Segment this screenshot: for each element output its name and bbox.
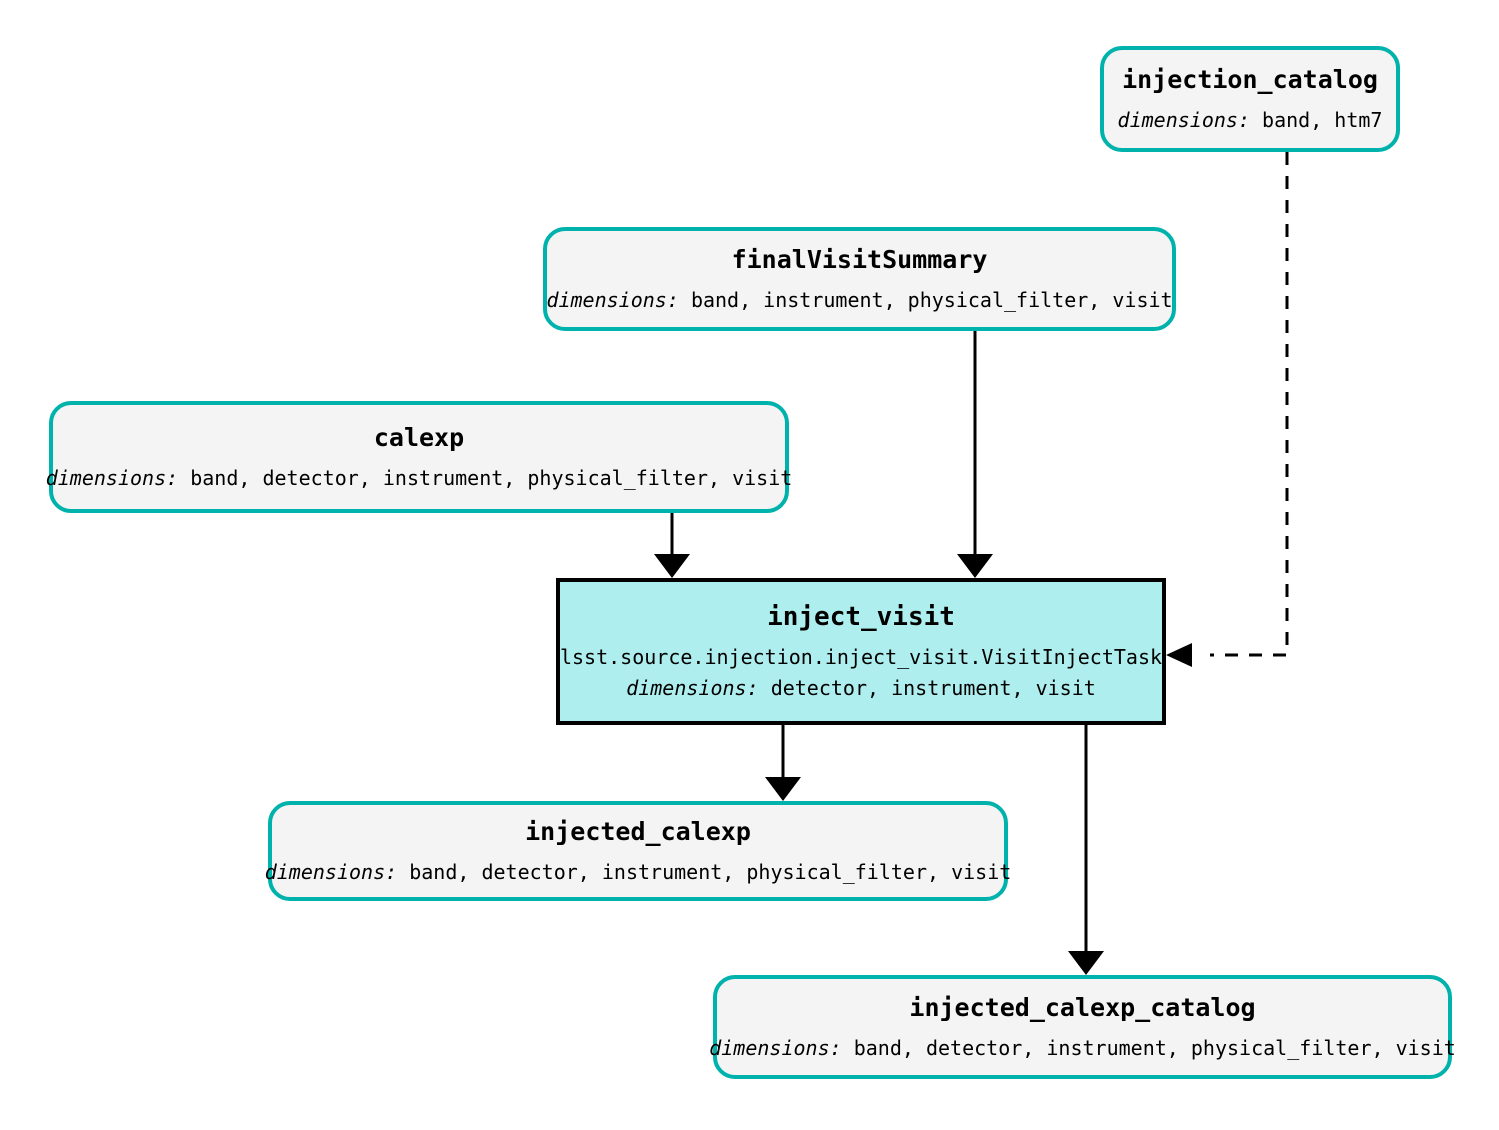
dimensions-value: band, detector, instrument, physical_fil… xyxy=(409,859,1012,884)
dimensions-label: dimensions: xyxy=(709,1035,842,1060)
node-dimensions: dimensions: band, instrument, physical_f… xyxy=(546,287,1173,312)
dimensions-value: band, instrument, physical_filter, visit xyxy=(690,287,1173,312)
node-dimensions: dimensions: band, htm7 xyxy=(1117,107,1383,132)
edge-finalvisitsummary-to-inject-visit xyxy=(957,331,993,578)
node-dimensions: dimensions: band, detector, instrument, … xyxy=(45,465,793,490)
node-title: calexp xyxy=(373,423,465,453)
edge-inject-visit-to-injected-calexp-catalog xyxy=(1068,725,1104,975)
dimensions-label: dimensions: xyxy=(1117,107,1250,132)
edge-injection-catalog-to-inject-visit xyxy=(1166,152,1289,667)
dimensions-value: band, detector, instrument, physical_fil… xyxy=(190,465,793,490)
dimensions-value: detector, instrument, visit xyxy=(770,676,1096,701)
node-calexp[interactable]: calexp dimensions: band, detector, instr… xyxy=(46,401,792,513)
node-title: injected_calexp_catalog xyxy=(909,993,1256,1023)
dimensions-label: dimensions: xyxy=(546,287,679,312)
node-title: finalVisitSummary xyxy=(731,245,988,275)
node-dimensions: dimensions: band, detector, instrument, … xyxy=(709,1035,1456,1060)
dimensions-value: band, htm7 xyxy=(1262,107,1383,132)
node-injected-calexp[interactable]: injected_calexp dimensions: band, detect… xyxy=(265,801,1011,901)
node-title: injected_calexp xyxy=(525,817,751,847)
node-title: inject_visit xyxy=(767,601,955,632)
node-injection-catalog[interactable]: injection_catalog dimensions: band, htm7 xyxy=(1100,46,1400,152)
dimensions-label: dimensions: xyxy=(45,465,179,490)
node-task-class: lsst.source.injection.inject_visit.Visit… xyxy=(559,645,1163,670)
dimensions-value: band, detector, instrument, physical_fil… xyxy=(853,1035,1456,1060)
node-inject-visit[interactable]: inject_visit lsst.source.injection.injec… xyxy=(556,578,1166,725)
dimensions-label: dimensions: xyxy=(626,676,759,701)
node-dimensions: dimensions: band, detector, instrument, … xyxy=(264,859,1012,884)
edge-calexp-to-inject-visit xyxy=(654,513,690,578)
node-finalvisitsummary[interactable]: finalVisitSummary dimensions: band, inst… xyxy=(543,227,1176,331)
node-dimensions: dimensions: detector, instrument, visit xyxy=(626,677,1096,700)
node-title: injection_catalog xyxy=(1122,65,1378,95)
node-injected-calexp-catalog[interactable]: injected_calexp_catalog dimensions: band… xyxy=(709,975,1456,1079)
edge-inject-visit-to-injected-calexp xyxy=(765,725,801,801)
dimensions-label: dimensions: xyxy=(264,859,398,884)
